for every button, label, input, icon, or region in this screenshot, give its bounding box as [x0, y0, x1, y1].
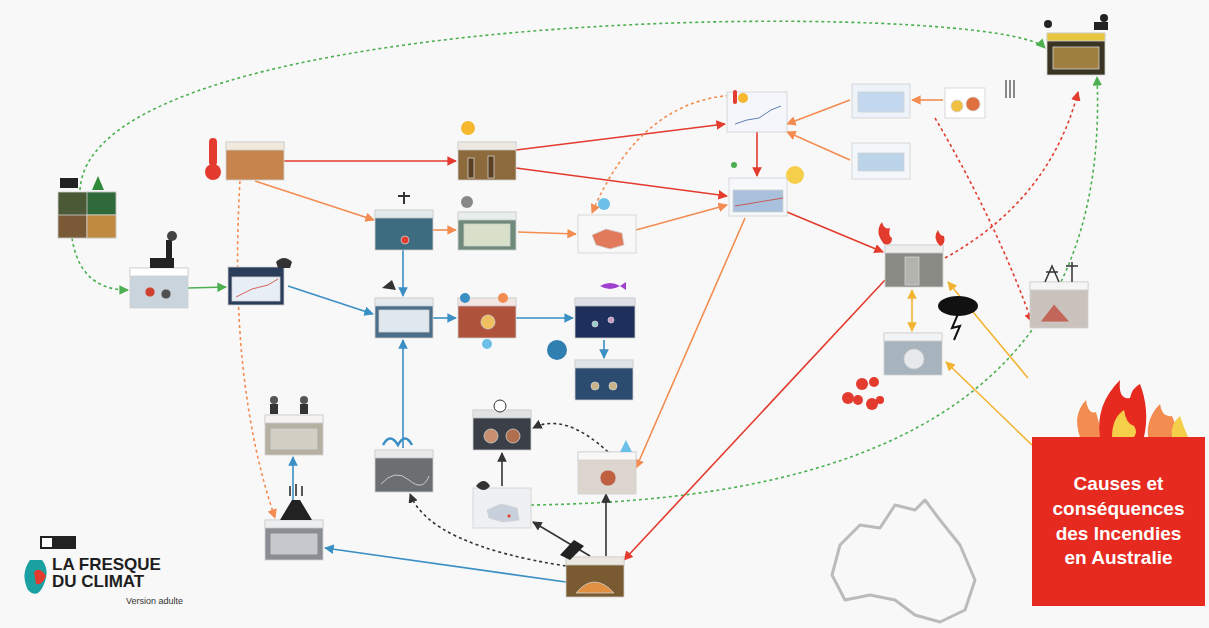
- drop-icon: [460, 293, 470, 303]
- australia-outline: [832, 500, 975, 622]
- sun-icon: [461, 121, 804, 184]
- camera-icon: [560, 540, 584, 560]
- cow-icon: [60, 176, 104, 190]
- oil-icon: [398, 192, 410, 204]
- volcano-icon: [280, 484, 312, 520]
- power-icon: [1045, 262, 1078, 282]
- face-icon: [494, 400, 506, 412]
- gear-icon: [461, 196, 473, 208]
- thermometer-icon: [205, 138, 221, 180]
- heat-icon: [1006, 80, 1014, 98]
- fire-icon: [878, 222, 944, 246]
- wave-icon: [383, 439, 412, 446]
- cloud-icon: [276, 258, 292, 268]
- logo-title: LA FRESQUE DU CLIMAT: [52, 556, 182, 590]
- fish-icon: [600, 282, 626, 290]
- sun-icon: [738, 93, 748, 103]
- blue-arrows: [288, 250, 604, 582]
- cloud-icon: [482, 339, 492, 349]
- mollusc-icon: [547, 340, 567, 360]
- storm-icon: [938, 296, 978, 340]
- card-arrows: [72, 21, 1098, 582]
- red-arrows: [284, 124, 885, 560]
- title-box: Causes et conséquences des Incendies en …: [1032, 437, 1205, 606]
- flame-icon: [1077, 380, 1188, 437]
- title-text: Causes et conséquences des Incendies en …: [1044, 472, 1193, 571]
- orange-arrows: [255, 100, 943, 468]
- drone-icon: [1044, 14, 1108, 30]
- thermometer-icon: [733, 90, 737, 104]
- smoke-icon: [842, 377, 884, 410]
- green-dotted-arrows: [72, 21, 1098, 505]
- plant-icon: [731, 162, 737, 168]
- ice-icon: [382, 280, 396, 290]
- fresco-cards: [58, 33, 1105, 597]
- card-icons: [60, 14, 1108, 560]
- logo-subtitle: Version adulte: [126, 597, 196, 607]
- cloud-icon: [598, 198, 610, 210]
- orange-dotted-arrows: [238, 95, 735, 518]
- leaf-icon: [476, 481, 490, 490]
- factory-icon: [150, 231, 177, 268]
- smokestack-icon: [270, 396, 308, 414]
- green-arrow: [188, 287, 226, 288]
- glass-icon: [620, 440, 632, 452]
- drop-icon: [498, 293, 508, 303]
